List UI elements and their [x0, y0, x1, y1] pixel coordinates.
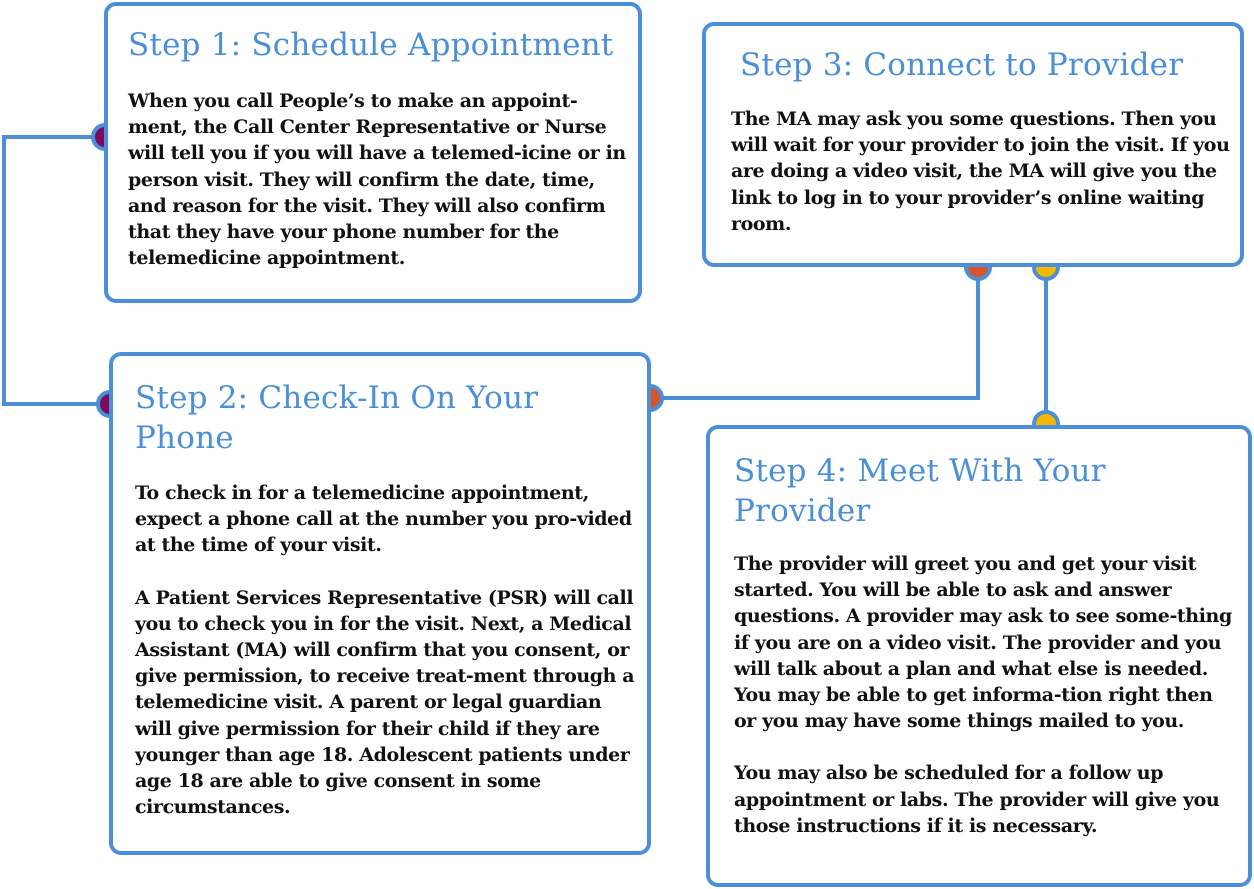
connector-step1-step2 [2, 135, 109, 406]
step-4-title: Step 4: Meet With Your Provider [734, 453, 1106, 529]
step-3-card: Step 3: Connect to Provider The MA may a… [702, 22, 1244, 267]
connector-step2-step3 [650, 267, 980, 400]
step-2-paragraph-2: A Patient Services Representative (PSR) … [135, 586, 635, 819]
step-1-card: Step 1: Schedule Appointment When you ca… [104, 2, 642, 303]
step-4-paragraph-2: You may also be scheduled for a follow u… [734, 762, 1220, 837]
step-3-body: The MA may ask you some questions. Then … [731, 106, 1231, 237]
step-4-paragraph-1: The provider will greet you and get your… [734, 553, 1232, 733]
step-4-card: Step 4: Meet With Your Provider The prov… [706, 425, 1252, 887]
step-4-body: The provider will greet you and get your… [734, 551, 1234, 839]
step-1-paragraph: When you call People’s to make an appoin… [128, 90, 626, 270]
step-1-body: When you call People’s to make an appoin… [128, 88, 628, 271]
step-2-body: To check in for a telemedicine appointme… [135, 480, 635, 820]
step-2-title: Step 2: Check-In On Your Phone [135, 380, 539, 456]
step-3-title: Step 3: Connect to Provider [740, 47, 1184, 83]
step-2-paragraph-1: To check in for a telemedicine appointme… [135, 482, 632, 557]
step-3-paragraph: The MA may ask you some questions. Then … [731, 108, 1230, 235]
step-2-card: Step 2: Check-In On Your Phone To check … [109, 352, 651, 855]
step-1-title: Step 1: Schedule Appointment [128, 27, 614, 63]
